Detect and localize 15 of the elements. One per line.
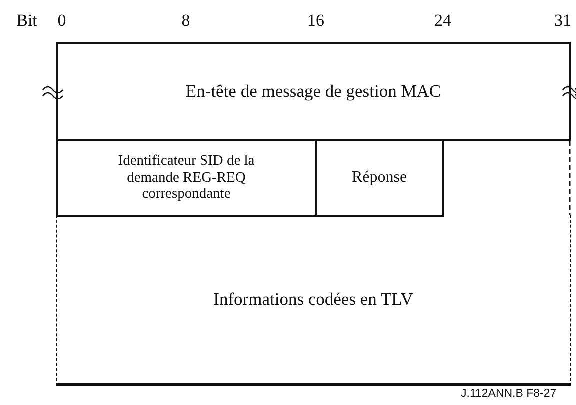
bit-number: 0: [58, 11, 66, 31]
bit-number: 31: [554, 11, 572, 31]
field-label: En-tête de message de gestion MAC: [184, 81, 442, 102]
open-field-region: [56, 215, 571, 386]
field-box: [315, 139, 444, 217]
field-label: Réponse: [350, 168, 408, 188]
axis-label: Bit: [16, 11, 38, 31]
field-box: [56, 139, 317, 217]
bit-number: 24: [434, 11, 452, 31]
bit-number: 8: [182, 11, 190, 31]
bit-number: 16: [308, 11, 324, 31]
field-label: Informations codées en TLV: [212, 288, 414, 310]
figure-reference: J.112ANN.B F8-27: [461, 388, 557, 400]
field-label: Identificateur SID de la demande REG-REQ correspondante: [117, 152, 256, 203]
field-box: [56, 42, 571, 141]
